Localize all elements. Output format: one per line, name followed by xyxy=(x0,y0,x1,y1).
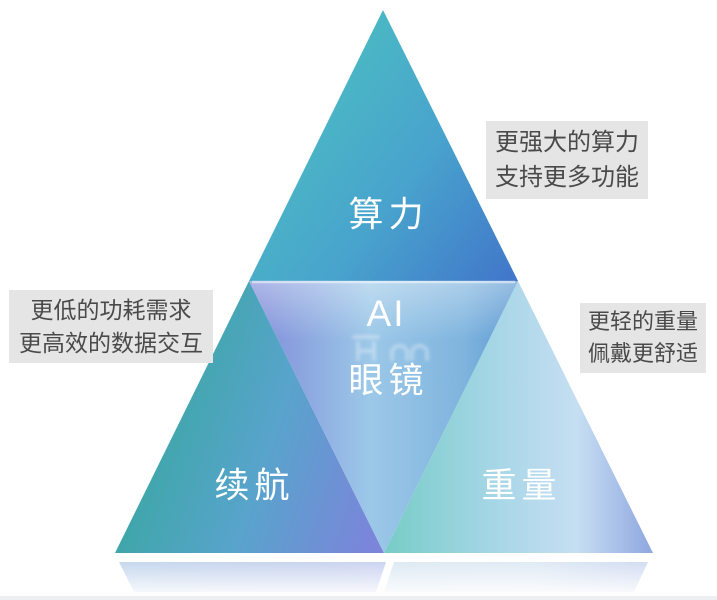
callout-weight-line1: 更轻的重量 xyxy=(587,309,698,334)
label-battery-life: 续航 xyxy=(214,466,295,506)
label-computing-power: 算力 xyxy=(348,195,429,235)
callout-battery-life-line1: 更低的功耗需求 xyxy=(30,296,192,323)
callout-computing-power-line1: 更强大的算力 xyxy=(495,129,639,156)
reflection-fade-overlay xyxy=(100,558,660,596)
label-ai: AI xyxy=(366,293,406,334)
callout-computing-power-line2: 支持更多功能 xyxy=(495,164,639,191)
bottom-right-triangle-shape xyxy=(384,281,653,553)
label-weight: 重量 xyxy=(481,466,562,506)
label-glasses: 眼镜 xyxy=(348,361,429,401)
callout-battery-life-line2: 更高效的数据交互 xyxy=(19,329,203,356)
top-triangle-shape xyxy=(249,10,518,281)
callout-weight-line2: 佩戴更舒适 xyxy=(587,341,698,366)
bottom-divider-line xyxy=(0,596,717,600)
callout-weight: 更轻的重量 佩戴更舒适 xyxy=(580,303,706,373)
bottom-left-triangle-shape xyxy=(115,281,384,553)
callout-computing-power: 更强大的算力 支持更多功能 xyxy=(486,121,648,199)
center-triangle-highlight xyxy=(249,281,518,553)
callout-battery-life: 更低的功耗需求 更高效的数据交互 xyxy=(9,290,213,363)
